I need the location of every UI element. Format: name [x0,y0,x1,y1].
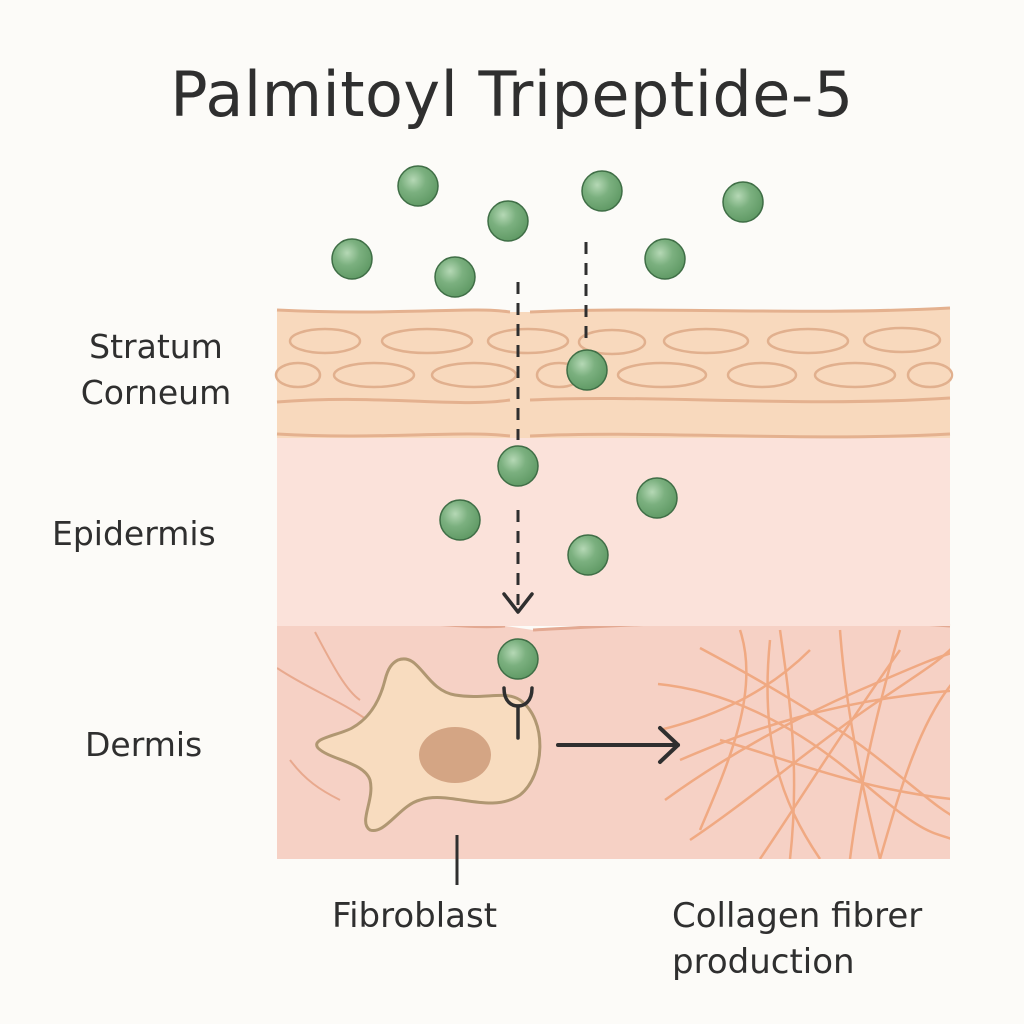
peptide-molecule [636,477,678,519]
stratum-corneum-layer [274,306,954,439]
collagen-fiber-network [277,629,950,859]
peptide-molecule [566,349,608,391]
peptide-molecule [567,534,609,576]
arrow-right-icon [556,726,680,764]
receptor-icon [502,686,534,740]
peptide-molecule [722,181,764,223]
peptide-molecules [331,165,764,680]
epidermis-layer [277,438,950,626]
peptide-molecule [331,238,373,280]
epidermis-label: Epidermis [52,514,216,553]
diagram-title: Palmitoyl Tripeptide-5 [170,58,854,131]
peptide-molecule [487,200,529,242]
stratum-corneum-label-line-2: Corneum [80,373,232,412]
peptide-molecule [439,499,481,541]
stratum-corneum-label: Stratum Corneum [56,324,256,416]
collagen-caption-line-1: Collagen fibrer [672,896,923,936]
peptide-molecule [497,445,539,487]
peptide-molecule [644,238,686,280]
penetration-path [516,242,588,605]
peptide-molecule [581,170,623,212]
peptide-molecule [497,638,539,680]
stratum-corneum-label-line-1: Stratum [89,327,223,366]
dermis-label: Dermis [85,725,203,764]
collagen-caption: Collagen fibrer production [672,893,922,985]
peptide-molecule [434,256,476,298]
fibroblast-cell [315,657,542,832]
fibroblast-nucleus [419,727,491,783]
fibroblast-caption: Fibroblast [332,896,498,936]
down-arrowhead-icon [502,592,534,614]
peptide-molecule [397,165,439,207]
collagen-caption-line-2: production [672,942,855,982]
